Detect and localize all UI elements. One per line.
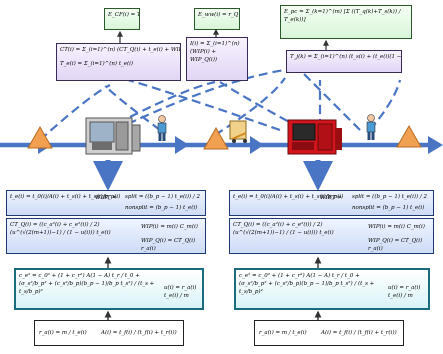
top-arrows <box>117 28 329 50</box>
station-arrows <box>93 160 333 191</box>
left-wibt-nonsplit: nonsplit = (b_p − 1) t_e(i) <box>125 205 198 211</box>
right-wip-formula: WIP(i) = m(i) C_m(i) <box>368 224 425 230</box>
left-wip-formula: WIP(i) = m(i) C_m(i) <box>141 224 198 230</box>
inventory-box: I(i) = Σ_(i=1)^(n) (WIP(i) + WIP_Q(i)) <box>186 37 248 81</box>
right-ctq-formula: CT_Q(i) = ((c_a²(i) + c_e²(i)) / 2) (u^(… <box>233 222 334 236</box>
left-ctq-formula: CT_Q(i) = ((c_a²(i) + c_e²(i)) / 2) (u^(… <box>10 222 111 236</box>
inventory-formula: I(i) = Σ_(i=1)^(n) (WIP(i) + WIP_Q(i)) <box>190 41 240 63</box>
cnc-machine-right-icon <box>287 119 342 155</box>
right-utilization-formula: u(i) = r_a(i) t_e(i) / m <box>388 285 421 299</box>
right-rate-availability-box: r_a(i) = m / t_e(i) A(i) = t_f(i) / (t_f… <box>254 320 404 346</box>
left-wibt-label: WIBT = <box>95 195 117 201</box>
cycle-time-formula: CT(i) = Σ_(i=1)^(n) (CT_Q(i) + t_e(i) + … <box>60 47 180 53</box>
left-te-formula: t_e(i) = t_0(i)/A(i) + t_s(i) + t_s(i)/b… <box>10 194 121 200</box>
buffer-middle-icon <box>203 126 229 150</box>
left-queue-time-box: CT_Q(i) = ((c_a²(i) + c_e²(i)) / 2) (u^(… <box>6 218 206 254</box>
left-utilization-formula: u(i) = r_a(i) t_e(i) / m <box>164 285 197 299</box>
left-wibt-split: split = ((b_p − 1) t_e(i)) / 2 <box>125 194 201 200</box>
total-effective-time-formula: T_e(i) = Σ_(i=1)^(n) t_e(i) <box>60 61 134 67</box>
right-availability-formula: A(i) = t_f(i) / (t_f(i) + t_r(i)) <box>321 330 397 336</box>
ewc-formula-box: E_ww(i) = r_Q T_Q / I_i <box>194 8 240 30</box>
ecf-formula: E_CF(i) = T_PC / CT_Q <box>108 12 139 18</box>
left-ce-formula: c_e² = c_0² + (1 + c_r²) A(1 − A) t_r / … <box>19 273 155 295</box>
left-effective-time-box: t_e(i) = t_0(i)/A(i) + t_s(i) + t_s(i)/b… <box>6 190 206 216</box>
worker-right-icon <box>366 114 376 140</box>
tj-formula: T_j(k) = Σ_(i=1)^(n) (t_s(i) + (t_e(i)(1… <box>290 54 402 60</box>
left-rate-availability-box: r_a(i) = m / t_e(i) A(i) = t_f(i) / (t_f… <box>34 320 184 346</box>
tj-formula-box: T_j(k) = Σ_(i=1)^(n) (t_s(i) + (t_e(i)(1… <box>286 50 402 73</box>
right-te-formula: t_e(i) = t_0(i)/A(i) + t_s(i) + t_s(i)/b… <box>233 194 344 200</box>
right-variability-box: c_e² = c_0² + (1 + c_r²) A(1 − A) t_r / … <box>234 268 430 310</box>
right-queue-time-box: CT_Q(i) = ((c_a²(i) + c_e²(i)) / 2) (u^(… <box>229 218 434 254</box>
right-ce-formula: c_e² = c_0² + (1 + c_r²) A(1 − A) t_r / … <box>239 273 375 295</box>
worker-left-icon <box>157 115 167 141</box>
cnc-machine-left-icon <box>85 117 141 155</box>
left-arrival-rate-formula: r_a(i) = m / t_e(i) <box>39 330 87 336</box>
ewc-formula: E_ww(i) = r_Q T_Q / I_i <box>198 12 239 18</box>
ecf-formula-box: E_CF(i) = T_PC / CT_Q <box>104 8 140 30</box>
right-wibt-split: split = ((b_p − 1) t_e(i)) / 2 <box>352 194 428 200</box>
pallet-truck-icon <box>229 120 247 143</box>
right-wibt-label: WIBT = <box>320 195 342 201</box>
buffer-left-icon <box>27 125 53 149</box>
left-availability-formula: A(i) = t_f(i) / (t_f(i) + t_r(i)) <box>101 330 177 336</box>
left-variability-box: c_e² = c_0² + (1 + c_r²) A(1 − A) t_r / … <box>14 268 204 310</box>
right-arrival-rate-formula: r_a(i) = m / t_e(i) <box>259 330 307 336</box>
right-wibt-nonsplit: nonsplit = (b_p − 1) t_e(i) <box>352 205 425 211</box>
left-wipq-formula: WIP_Q(i) = CT_Q(i) r_a(i) <box>141 238 196 252</box>
cycle-time-box: CT(i) = Σ_(i=1)^(n) (CT_Q(i) + t_e(i) + … <box>56 43 181 81</box>
right-effective-time-box: t_e(i) = t_0(i)/A(i) + t_s(i) + t_s(i)/b… <box>229 190 434 216</box>
buffer-right-icon <box>396 124 422 148</box>
right-wipq-formula: WIP_Q(i) = CT_Q(i) r_a(i) <box>368 238 423 252</box>
epc-formula-box: E_pc = Σ_(k=1)^(m) [Σ ((T_q(k)+T_s(k)) /… <box>280 5 412 39</box>
epc-formula: E_pc = Σ_(k=1)^(m) [Σ ((T_q(k)+T_s(k)) /… <box>284 9 401 23</box>
